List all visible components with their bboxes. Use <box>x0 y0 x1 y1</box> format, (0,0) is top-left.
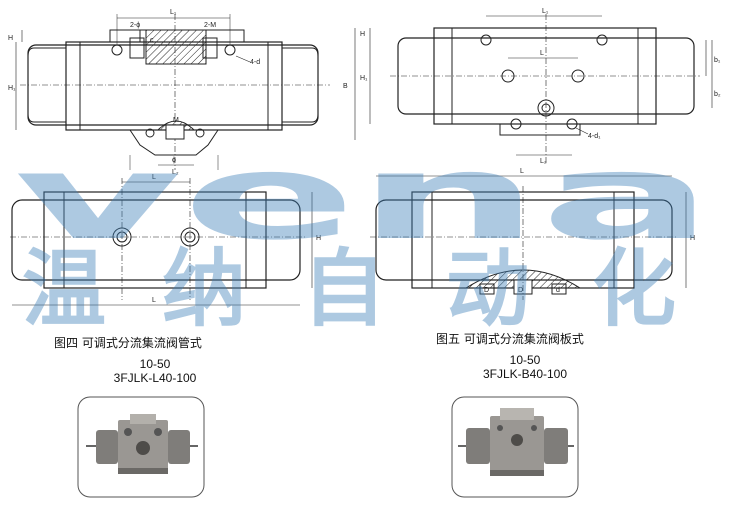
dim-D-center: D <box>518 287 523 294</box>
fig5-top-dim-labels: L₁ L L₂ H₁ H B b₁ b₂ 4-d₁ <box>343 8 721 165</box>
fig4-top-view <box>15 14 330 170</box>
watermark-char-4: 动 <box>446 240 530 338</box>
dim-H1-f5: H₁ <box>360 75 368 82</box>
fig4-model: 3FJLK-L40-100 <box>113 371 197 385</box>
dim-M: M <box>173 117 179 124</box>
dim-c: c <box>150 37 154 44</box>
dim-2-phi: 2-ϕ <box>130 22 140 29</box>
dim-b1-f5: b₁ <box>714 57 721 64</box>
dim-L-f5: L <box>540 50 544 57</box>
fig5-model: 3FJLK-B40-100 <box>482 367 568 381</box>
fig5-range: 10-50 <box>509 353 541 367</box>
watermark-char-1: 温 <box>22 240 106 338</box>
watermark-char-5: 化 <box>592 240 676 338</box>
fig5-model-block: 10-50 3FJLK-B40-100 <box>470 353 580 381</box>
dim-L2-f5: L₂ <box>540 158 547 165</box>
fig4-caption: 图四 可调式分流集流阀管式 <box>54 336 202 350</box>
dim-H-f5: H <box>360 31 365 38</box>
fig5-side-dim-labels: L H D D d <box>484 168 695 294</box>
fig4-range: 10-50 <box>139 357 171 371</box>
watermark-char-2: 纳 <box>162 240 246 338</box>
watermark-char-3: 自 <box>302 240 386 338</box>
dim-L1: L₁ <box>170 9 177 16</box>
dim-4-d1-f5: 4-d₁ <box>588 133 601 140</box>
dim-4-d: 4-d <box>250 59 260 66</box>
fig5-side-view <box>370 175 687 300</box>
dim-L-f5-side: L <box>520 168 524 175</box>
dim-D-left: D <box>484 287 489 294</box>
dim-H1: H₁ <box>8 85 16 92</box>
dim-phi: ϕ <box>172 157 176 164</box>
dim-d: d <box>556 287 560 294</box>
fig4-product-photo <box>77 396 205 498</box>
fig4-side-view <box>10 178 313 306</box>
watermark-latin: vena <box>14 128 714 266</box>
dim-L1-f5: L₁ <box>542 8 549 15</box>
dim-H: H <box>8 35 13 42</box>
fig5-top-view <box>354 14 713 165</box>
dim-H-f5-side: H <box>690 235 695 242</box>
fig4-side-dim-labels: L L H <box>152 174 321 304</box>
dim-B-f5: B <box>343 83 348 90</box>
dim-L-overall: L <box>152 297 156 304</box>
fig4-model-block: 10-50 3FJLK-L40-100 <box>100 357 210 385</box>
fig5-caption: 图五 可调式分流集流阀板式 <box>436 332 584 346</box>
brand-watermark: vena 温 纳 自 动 化 <box>14 128 714 338</box>
dim-2-M: 2-M <box>204 22 216 29</box>
dim-L-side: L <box>152 174 156 181</box>
dim-L2: L₂ <box>172 169 179 176</box>
dim-b2-f5: b₂ <box>714 91 721 98</box>
dim-H-side: H <box>316 235 321 242</box>
fig4-top-dim-labels: L₁ 2-ϕ 2-M 4-d M ϕ L₂ H₁ H c <box>8 9 260 176</box>
fig5-product-photo <box>451 396 579 498</box>
